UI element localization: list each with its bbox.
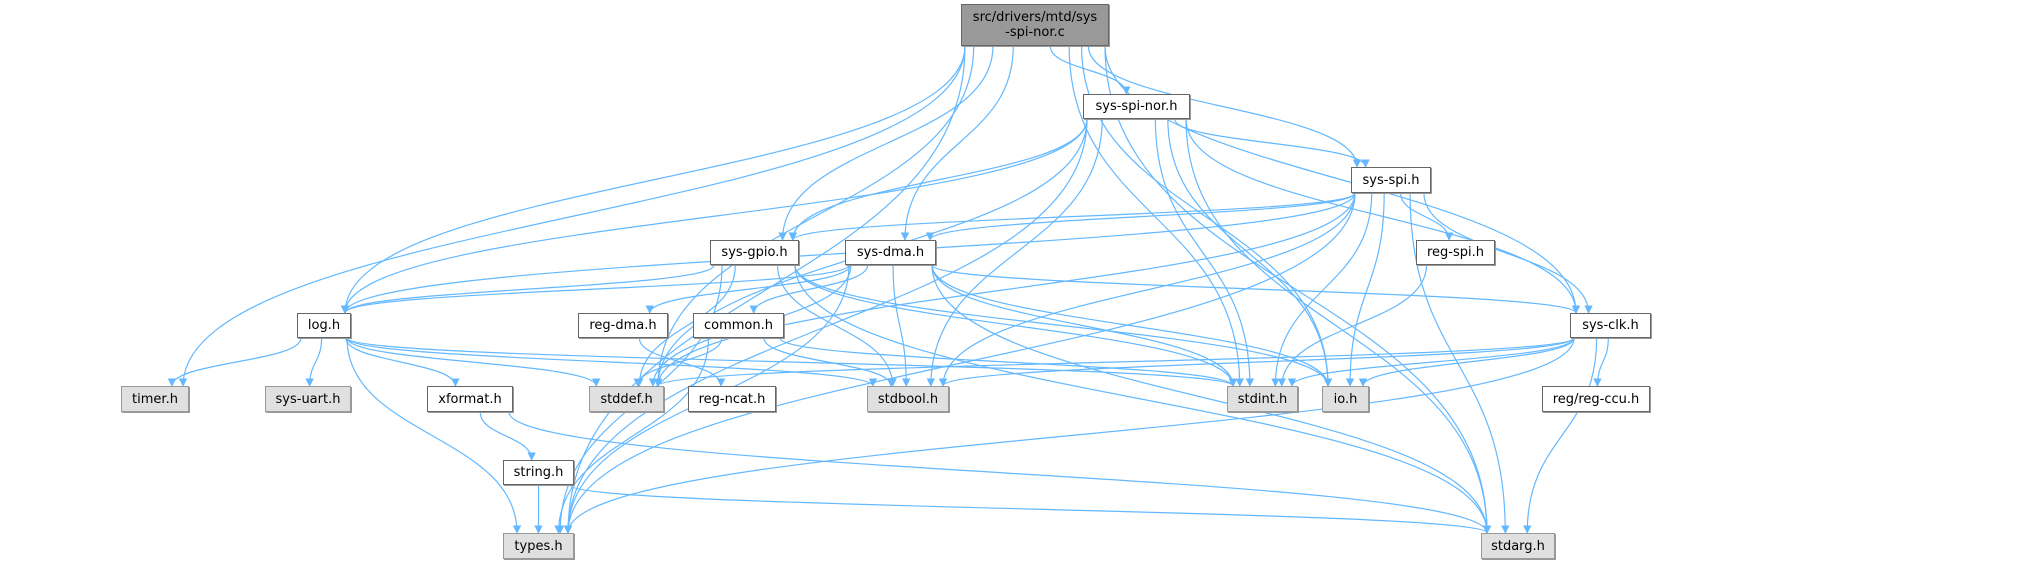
node-reg-ncat-h[interactable]: reg-ncat.h [688, 386, 776, 412]
edge-sys-spi-to-sys-gpio [788, 192, 1356, 241]
node-sys-spi-nor-h[interactable]: sys-spi-nor.h [1083, 94, 1190, 119]
edge-reg-spi-to-stdint [1277, 264, 1428, 387]
edge-root-to-sys-spi-nor [1049, 45, 1131, 95]
edge-common-to-stdbool [763, 337, 896, 387]
edge-common-to-types [554, 337, 710, 534]
edge-sys-spi-nor-to-log [340, 118, 1088, 314]
edge-sys-spi-to-reg-spi [1400, 192, 1454, 241]
node-types-h: types.h [503, 533, 574, 559]
node-stdarg-h: stdarg.h [1481, 533, 1555, 559]
node-sys-gpio-h[interactable]: sys-gpio.h [710, 240, 799, 265]
node-stdint-h: stdint.h [1227, 386, 1298, 412]
edge-sys-spi-nor-to-sys-gpio [788, 118, 1088, 241]
edge-log-to-sys-uart [305, 337, 323, 387]
edge-root-to-log [340, 45, 966, 314]
edge-sys-spi-nor-to-sys-spi [1174, 118, 1370, 168]
node-sys-spi-h[interactable]: sys-spi.h [1351, 167, 1431, 193]
edge-sys-spi-nor-to-types [563, 118, 1088, 534]
edge-string-to-stdarg [569, 484, 1491, 534]
edge-common-to-stdint [779, 337, 1238, 387]
edge-log-to-timer [167, 337, 302, 387]
edge-root-to-types [563, 45, 966, 534]
edge-root-to-sys-clk [1104, 45, 1581, 314]
edge-root-to-stddef [653, 45, 975, 387]
edge-sys-spi-nor-to-stdarg [1185, 118, 1492, 534]
edge-sys-spi-nor-to-stdint [1154, 118, 1255, 387]
edge-sys-dma-to-reg-dma [645, 264, 851, 314]
edge-common-to-stddef [633, 337, 723, 387]
edge-xformat-to-string [479, 411, 536, 461]
edge-sys-spi-to-stddef [653, 192, 1356, 387]
edge-root-to-sys-spi [1087, 45, 1362, 168]
edge-sys-spi-nor-to-io [1167, 118, 1333, 387]
node-xformat-h[interactable]: xformat.h [427, 386, 513, 412]
node-stddef-h: stddef.h [589, 386, 664, 412]
node-io-h: io.h [1322, 386, 1369, 412]
edge-sys-dma-to-stdint [931, 264, 1238, 387]
node-label: src/drivers/mtd/sys [972, 10, 1098, 25]
edge-sys-spi-nor-to-sys-clk [1185, 118, 1581, 314]
edge-sys-clk-to-stdarg [1523, 337, 1598, 534]
node-common-h[interactable]: common.h [693, 313, 784, 338]
edge-sys-dma-to-io [931, 264, 1333, 387]
edge-sys-dma-to-sys-clk [931, 264, 1580, 314]
edge-sys-clk-to-types [563, 337, 1575, 534]
edge-sys-spi-nor-to-stdbool [926, 118, 1103, 387]
edge-log-to-stdint [346, 337, 1237, 387]
node-reg-ccu-h[interactable]: reg/reg-ccu.h [1542, 386, 1650, 412]
node-sys-uart-h: sys-uart.h [265, 386, 351, 412]
edge-sys-dma-to-log [340, 264, 850, 314]
edge-sys-spi-to-io [1345, 192, 1385, 387]
edge-sys-clk-to-reg-ccu [1593, 337, 1609, 387]
edge-sys-dma-to-stdarg [931, 264, 1492, 534]
node-sys-clk-h[interactable]: sys-clk.h [1570, 313, 1651, 338]
edge-sys-clk-to-stdbool [939, 337, 1575, 387]
edge-sys-gpio-to-stddef [635, 264, 736, 387]
edge-sys-gpio-to-stdint [794, 264, 1238, 387]
edge-sys-spi-to-types [563, 192, 1356, 534]
edge-log-to-xformat [345, 337, 460, 387]
edge-root-to-sys-gpio [778, 45, 994, 241]
edge-sys-gpio-to-log [340, 264, 715, 314]
edge-sys-spi-to-sys-clk [1423, 192, 1593, 314]
edge-log-to-stdbool [346, 337, 878, 387]
node-string-h[interactable]: string.h [503, 460, 574, 485]
node-label: -spi-nor.c [1005, 25, 1065, 40]
edge-sys-spi-to-stdbool [938, 192, 1356, 387]
edge-sys-clk-to-io [1358, 337, 1575, 387]
node-log-h[interactable]: log.h [297, 313, 351, 338]
edge-root-to-timer [178, 45, 966, 387]
node-reg-spi-h[interactable]: reg-spi.h [1416, 240, 1495, 265]
edge-root-to-sys-dma [900, 45, 1014, 241]
edge-sys-gpio-to-io [794, 264, 1333, 387]
node-timer-h: timer.h [121, 386, 189, 412]
edge-log-to-stddef [346, 337, 601, 387]
edge-log-to-types [346, 337, 522, 534]
node-sys-spi-nor-c[interactable]: src/drivers/mtd/sys-spi-nor.c [961, 4, 1109, 46]
node-sys-dma-h[interactable]: sys-dma.h [845, 240, 936, 265]
edge-sys-dma-to-common [749, 264, 869, 314]
edge-xformat-to-stdarg [508, 411, 1492, 534]
node-reg-dma-h[interactable]: reg-dma.h [578, 313, 668, 338]
node-stdbool-h: stdbool.h [867, 386, 949, 412]
edge-sys-spi-to-sys-dma [925, 192, 1356, 241]
edge-sys-spi-to-stdint [1271, 192, 1373, 387]
edge-sys-clk-to-stdint [1287, 337, 1575, 387]
edge-sys-gpio-to-stdarg [794, 264, 1492, 534]
edge-root-to-stdarg [1104, 45, 1492, 534]
edge-sys-clk-to-stddef [654, 337, 1575, 387]
